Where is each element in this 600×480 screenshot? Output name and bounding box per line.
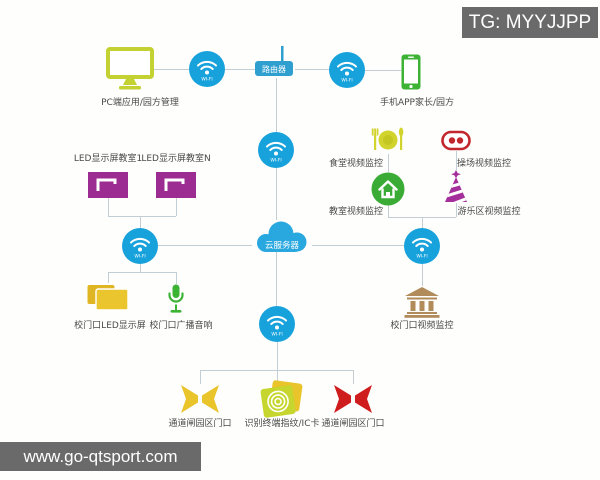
id-terminal-fingerprint-icon <box>257 380 305 424</box>
connector-line <box>312 245 404 246</box>
wifi-node-4: WI-FI <box>122 228 158 268</box>
wifi-node-1: WI-FI <box>189 51 225 91</box>
connector-line <box>158 245 252 246</box>
wifi-text: WI-FI <box>341 78 352 84</box>
connector-line <box>277 342 278 382</box>
phone-label: 手机APP家长/园方 <box>379 98 455 108</box>
connector-line <box>108 216 176 217</box>
wifi-text: WI-FI <box>416 254 427 260</box>
connector-line <box>225 69 255 70</box>
connector-line <box>200 370 353 371</box>
gate-led-display-icon <box>87 283 129 315</box>
wifi-text: WI-FI <box>201 77 212 83</box>
connector-line <box>276 78 277 132</box>
connector-line <box>108 272 176 273</box>
connector-line <box>200 370 201 384</box>
watermark-url: www.go-qtsport.com <box>0 442 201 471</box>
led-room-1-label: LED显示屏教室1 <box>73 154 143 164</box>
phone-icon <box>401 54 421 94</box>
wifi-node-5: WI-FI <box>404 228 440 268</box>
connector-line <box>276 168 277 220</box>
connector-line <box>456 203 457 217</box>
cloud-text: 云服务器 <box>265 240 300 251</box>
tg-badge: TG: MYYJJPP <box>462 7 598 38</box>
connector-line <box>295 69 329 70</box>
gate-led-label: 校门口LED显示屏 <box>74 321 146 331</box>
connector-line <box>353 370 354 384</box>
channel-gate-left-icon <box>180 384 220 418</box>
classroom-cam-label: 教室视频监控 <box>328 207 384 217</box>
led-screen-n-icon <box>156 172 196 202</box>
connector-line <box>154 69 189 70</box>
classroom-house-icon <box>371 172 405 210</box>
connector-line <box>388 154 389 172</box>
wifi-node-2: WI-FI <box>329 52 365 92</box>
connector-line <box>140 216 141 228</box>
canteen-cam-label: 食堂视频监控 <box>328 159 384 169</box>
wifi-node-3: WI-FI <box>258 132 294 172</box>
router-text: 路由器 <box>262 64 286 74</box>
connector-line <box>456 151 457 170</box>
pc-label: PC端应用/园方管理 <box>101 98 179 108</box>
playground-cam-label: 操场视频监控 <box>456 159 512 169</box>
pc-monitor-icon <box>106 47 154 96</box>
playarea-hat-icon <box>443 170 469 208</box>
channel-gate-right-label: 通道闸园区门口 <box>321 419 385 429</box>
gate-speaker-label: 校门口广播音响 <box>149 321 213 331</box>
wifi-node-6: WI-FI <box>259 306 295 346</box>
id-terminal-label: 识别终端指纹/IC卡 <box>244 419 320 429</box>
connector-line <box>276 252 277 306</box>
connector-line <box>176 198 177 216</box>
canteen-plate-icon <box>368 125 408 159</box>
wifi-text: WI-FI <box>134 254 145 260</box>
led-room-n-label: LED显示屏教室N <box>141 154 211 164</box>
channel-gate-right-icon <box>333 384 373 418</box>
gate-camera-label: 校门口视频监控 <box>390 321 454 331</box>
connector-line <box>422 264 423 286</box>
wifi-text: WI-FI <box>271 332 282 338</box>
led-screen-1-icon <box>88 172 128 202</box>
connector-line <box>140 264 141 272</box>
playarea-cam-label: 游乐区视频监控 <box>457 207 521 217</box>
router-icon: 路由器 <box>255 46 295 82</box>
connector-line <box>365 70 401 71</box>
connector-line <box>176 272 177 284</box>
gate-camera-building-icon <box>404 286 440 322</box>
playground-goggles-icon <box>441 130 471 156</box>
wifi-text: WI-FI <box>270 158 281 164</box>
connector-line <box>388 205 389 217</box>
gate-speaker-mic-icon <box>164 283 188 319</box>
cloud-server-icon: 云服务器 <box>252 220 312 258</box>
channel-gate-left-label: 通道闸园区门口 <box>168 419 232 429</box>
connector-line <box>108 198 109 216</box>
connector-line <box>422 217 423 228</box>
connector-line <box>108 272 109 283</box>
